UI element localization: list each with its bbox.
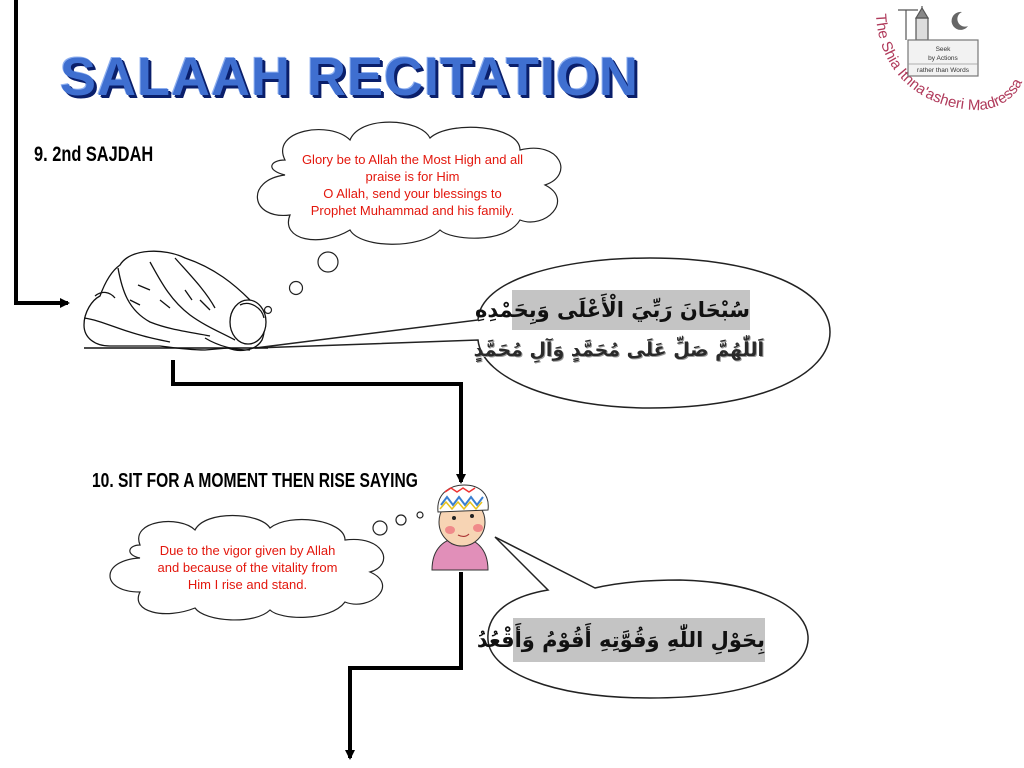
flow-arrow	[345, 572, 463, 760]
arabic-tasbih-line: سُبْحَانَ رَبِّيَ الْأَعْلَى وَبِحَمْدِه…	[475, 290, 750, 330]
thought-cloud	[109, 511, 424, 621]
step-10-heading: 10. SIT FOR A MOMENT THEN RISE SAYING	[92, 470, 418, 492]
mosque-icon	[898, 6, 968, 41]
boy-with-prayer-cap	[431, 484, 489, 571]
sajdah-translation-text: Glory be to Allah the Most High and all …	[301, 152, 524, 218]
step-9-heading: 9. 2nd SAJDAH	[34, 143, 154, 166]
flow-arrow	[14, 0, 70, 308]
logo-plaque-line: by Actions	[928, 55, 958, 62]
slide-title: SALAAH RECITATION	[60, 47, 639, 107]
arabic-rise-dua: بِحَوْلِ اللّٰهِ وَقُوَّتِهِ أَقُوْمُ وَ…	[477, 618, 765, 662]
rise-translation: Due to the vigor given by Allah and beca…	[157, 543, 338, 592]
arabic-salawat-line: اَللّٰهُمَّ صَلِّ عَلَى مُحَمَّدٍ وَآلِ …	[473, 339, 764, 361]
figure-in-sajdah	[83, 250, 268, 352]
logo-plaque-line: Seek	[936, 46, 952, 53]
madressa-logo: The Shia Ithna'asheri Madressa Seek by A…	[872, 6, 1024, 114]
logo-plaque: Seek by Actions rather than Words	[907, 39, 979, 77]
thought-cloud	[256, 121, 562, 315]
logo-plaque-line: rather than Words	[917, 67, 970, 74]
sajdah-translation: Glory be to Allah the Most High and all …	[300, 151, 525, 219]
flow-arrow	[171, 360, 466, 484]
